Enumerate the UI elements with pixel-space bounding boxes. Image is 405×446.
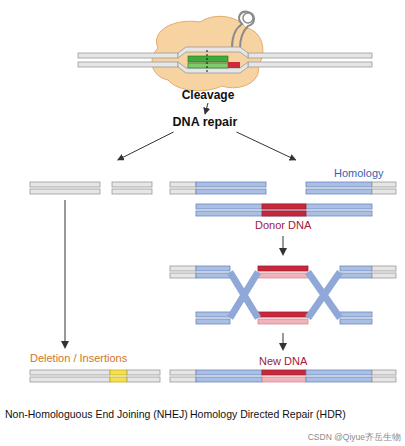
hdr-pathway: Homology Directed Repair (HDR) xyxy=(166,160,402,422)
nhej-pathway: Non-Homologuous End Joining (NHEJ) xyxy=(2,160,180,422)
broken-chromosome xyxy=(170,182,396,194)
new-dna-label: New DNA xyxy=(259,355,307,367)
donor-dna xyxy=(196,204,372,216)
node-text: Homology Directed Repair (HDR) xyxy=(190,408,346,420)
repair-step: DNA repair xyxy=(160,114,250,132)
mutation-label: Deletion / Insertions xyxy=(30,352,127,364)
process-arrow xyxy=(65,200,66,343)
crossover-dna xyxy=(170,266,396,324)
flow-arrow xyxy=(237,132,296,160)
target-dna xyxy=(78,47,372,73)
cut-site xyxy=(207,50,208,72)
watermark: CSDN @Qiyue齐岳生物 xyxy=(308,432,401,444)
cas9-cleavage: Cleavage xyxy=(148,16,268,103)
homology-label: Homology xyxy=(334,167,384,179)
crossover-lines xyxy=(230,272,340,318)
flow-arrow xyxy=(205,103,208,114)
arrow-head xyxy=(279,248,287,256)
cas9-complex xyxy=(152,12,263,91)
arrow-head xyxy=(279,343,287,351)
node-text: Non-Homologuous End Joining (NHEJ) xyxy=(5,408,188,420)
donor-label: Donor DNA xyxy=(255,219,311,231)
process-arrow xyxy=(283,236,284,250)
arrow-head xyxy=(61,341,69,349)
node-text: Cleavage xyxy=(148,88,268,102)
guide-pairing xyxy=(188,63,228,68)
broken-dna xyxy=(30,182,152,194)
repaired-dna xyxy=(170,370,396,382)
guide-rna xyxy=(188,56,228,62)
node-text: DNA repair xyxy=(160,115,250,129)
pam-site xyxy=(228,62,240,68)
nhej-product-dna xyxy=(30,370,160,382)
flow-arrow xyxy=(118,132,174,160)
